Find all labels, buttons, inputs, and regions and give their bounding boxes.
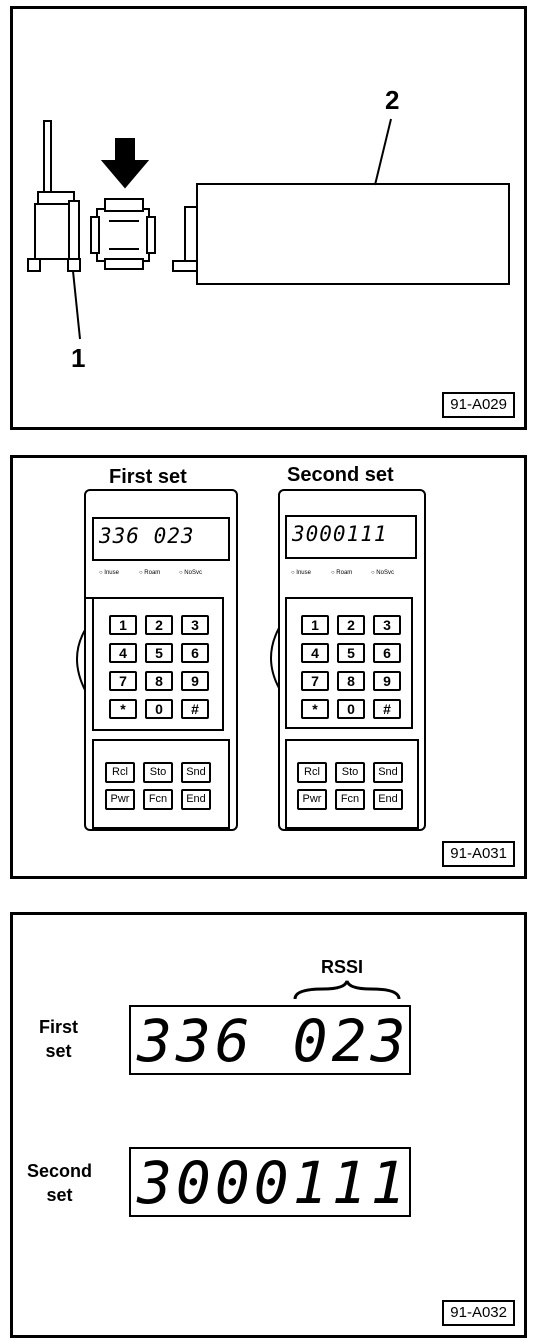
first-set-key-6[interactable]: 6 <box>181 643 209 663</box>
first-set-key-fcn[interactable]: Fcn <box>143 789 173 810</box>
first-set-big-display: 336 023 <box>137 1007 410 1075</box>
second-set-label: Second set <box>27 1161 93 1205</box>
leader-line-1 <box>72 270 81 340</box>
callout-2: 2 <box>385 85 400 115</box>
second-set-display: 3000111 <box>292 522 388 546</box>
second-set-key-5[interactable]: 5 <box>337 643 365 663</box>
handsets-panel: First set Second set 336 023 3000111 ○ I… <box>10 455 527 879</box>
second-set-indicator: ○ Roam <box>331 570 353 576</box>
first-set-indicator: ○ Inuse <box>99 570 119 576</box>
figure-id: 91-A032 <box>442 1300 515 1326</box>
first-set-key-rcl[interactable]: Rcl <box>105 762 135 783</box>
first-set-key-8[interactable]: 8 <box>145 671 173 691</box>
second-set-big-display-frame <box>129 1147 411 1217</box>
connector-diagram-panel: 1 2 91-A029 <box>10 6 527 430</box>
second-set-key-2[interactable]: 2 <box>337 615 365 635</box>
rssi-bracket <box>293 980 401 1000</box>
connector-diagram <box>27 118 510 340</box>
first-set-label: First set <box>39 1017 79 1061</box>
second-set-key-6[interactable]: 6 <box>373 643 401 663</box>
second-set-title: Second set <box>287 464 394 486</box>
second-set-key-0[interactable]: 0 <box>337 699 365 719</box>
rssi-label: RSSI <box>321 957 364 977</box>
first-set-key-2[interactable]: 2 <box>145 615 173 635</box>
display-readout-panel: First set Second set RSSI 336 023 300011… <box>10 912 527 1338</box>
first-set-key-4[interactable]: 4 <box>109 643 137 663</box>
second-set-big-display: 3000111 <box>137 1149 410 1217</box>
first-set-title: First set <box>109 466 187 488</box>
callout-1: 1 <box>71 343 86 373</box>
second-set-key-4[interactable]: 4 <box>301 643 329 663</box>
first-set-key-0[interactable]: 0 <box>145 699 173 719</box>
handset-outlines <box>76 489 426 831</box>
leader-line-2 <box>374 118 392 186</box>
second-set-key-fcn[interactable]: Fcn <box>335 789 365 810</box>
second-set-key-#[interactable]: # <box>373 699 401 719</box>
first-set-key-5[interactable]: 5 <box>145 643 173 663</box>
figure-id: 91-A029 <box>442 392 515 418</box>
second-set-key-rcl[interactable]: Rcl <box>297 762 327 783</box>
second-set-key-1[interactable]: 1 <box>301 615 329 635</box>
figure-id: 91-A031 <box>442 841 515 867</box>
first-set-display: 336 023 <box>99 524 195 548</box>
first-set-key-3[interactable]: 3 <box>181 615 209 635</box>
first-set-key-1[interactable]: 1 <box>109 615 137 635</box>
first-set-key-#[interactable]: # <box>181 699 209 719</box>
arrow-down-icon <box>100 138 150 189</box>
first-set-key-sto[interactable]: Sto <box>143 762 173 783</box>
second-set-key-snd[interactable]: Snd <box>373 762 403 783</box>
unit-box <box>172 183 510 285</box>
first-set-key-7[interactable]: 7 <box>109 671 137 691</box>
first-set-big-display-frame <box>129 1005 411 1075</box>
first-set-key-end[interactable]: End <box>181 789 211 810</box>
first-set-key-pwr[interactable]: Pwr <box>105 789 135 810</box>
first-set-indicator: ○ NoSvc <box>179 570 202 576</box>
second-set-key-sto[interactable]: Sto <box>335 762 365 783</box>
second-set-key-9[interactable]: 9 <box>373 671 401 691</box>
cable-plug <box>27 120 81 272</box>
first-set-key-snd[interactable]: Snd <box>181 762 211 783</box>
second-set-key-3[interactable]: 3 <box>373 615 401 635</box>
second-set-key-*[interactable]: * <box>301 699 329 719</box>
second-set-key-7[interactable]: 7 <box>301 671 329 691</box>
second-set-key-8[interactable]: 8 <box>337 671 365 691</box>
adapter <box>90 198 156 270</box>
second-set-key-end[interactable]: End <box>373 789 403 810</box>
first-set-key-9[interactable]: 9 <box>181 671 209 691</box>
second-set-indicator: ○ NoSvc <box>371 570 394 576</box>
second-set-indicator: ○ Inuse <box>291 570 311 576</box>
first-set-key-*[interactable]: * <box>109 699 137 719</box>
first-set-indicator: ○ Roam <box>139 570 161 576</box>
second-set-key-pwr[interactable]: Pwr <box>297 789 327 810</box>
